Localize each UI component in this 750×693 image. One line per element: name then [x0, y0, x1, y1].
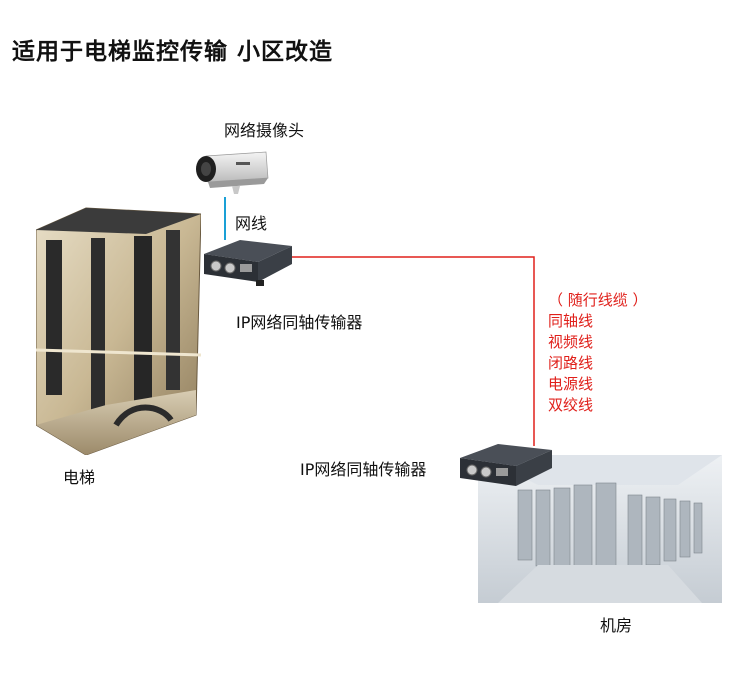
- cable-item: 视频线: [548, 333, 594, 351]
- transceiver-icon: [204, 240, 292, 286]
- cable-item: 闭路线: [548, 354, 594, 372]
- transceiver-icon: [460, 444, 552, 486]
- trunk-cable-line: [288, 256, 535, 446]
- transceiver-top-label: IP网络同轴传输器: [236, 313, 363, 332]
- elevator-image: [36, 207, 201, 455]
- camera-icon: [196, 151, 269, 194]
- cable-item: 同轴线: [548, 312, 594, 330]
- cable-list-header: （ 随行线缆 ）: [548, 291, 648, 309]
- cable-list: （ 随行线缆 ） 同轴线 视频线 闭路线 电源线 双绞线: [548, 290, 648, 416]
- page-title: 适用于电梯监控传输 小区改造: [12, 39, 334, 65]
- machine-room-label: 机房: [600, 616, 633, 635]
- transceiver-bottom-label: IP网络同轴传输器: [300, 460, 427, 479]
- camera-label: 网络摄像头: [224, 121, 305, 140]
- cable-item: 电源线: [548, 375, 594, 393]
- cable-item: 双绞线: [548, 396, 594, 414]
- elevator-label: 电梯: [63, 468, 96, 487]
- network-cable-label: 网线: [235, 214, 268, 233]
